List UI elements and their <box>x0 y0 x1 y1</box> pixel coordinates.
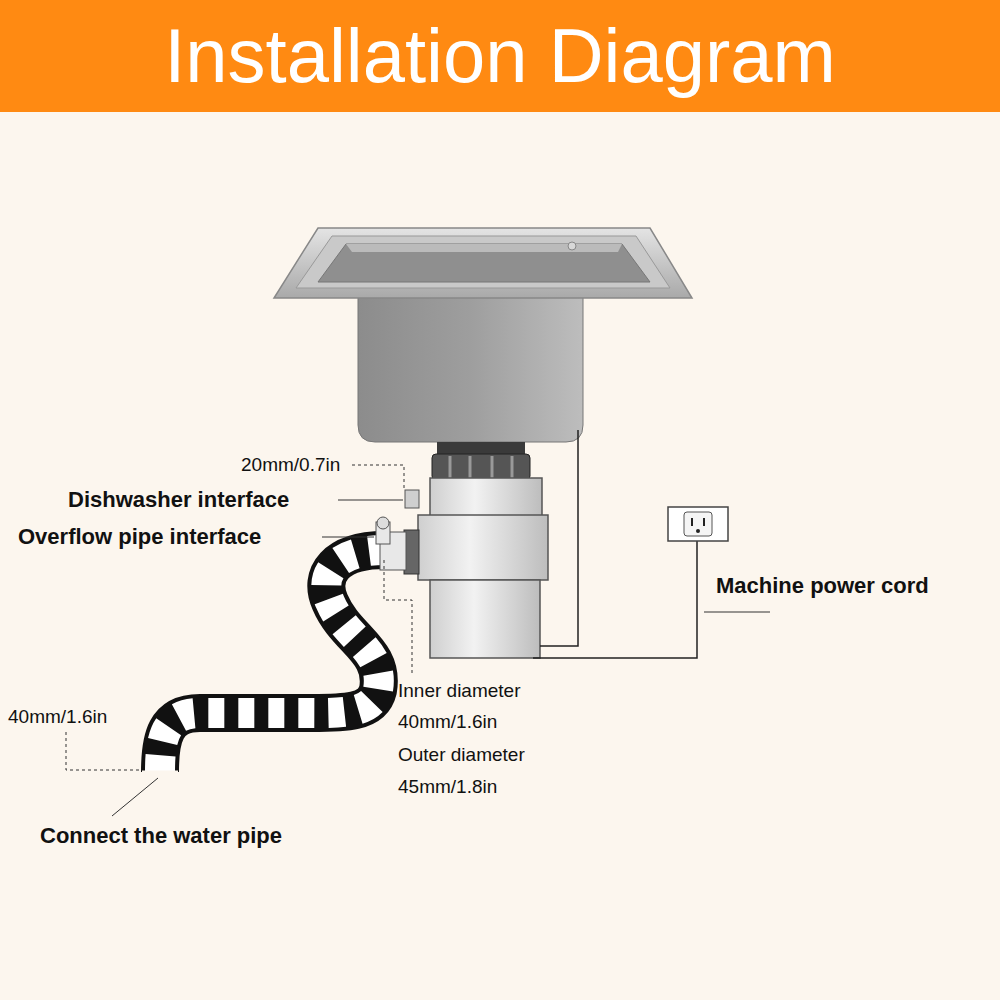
sink <box>274 228 692 442</box>
leader-lines <box>66 465 770 816</box>
dimension-label: 20mm/0.7in <box>241 455 340 476</box>
dimension-label: Inner diameter <box>398 681 521 702</box>
dimension-label: Outer diameter <box>398 745 525 766</box>
power-outlet <box>668 507 728 541</box>
part-label: Overflow pipe interface <box>18 525 261 549</box>
part-label: Machine power cord <box>716 574 929 598</box>
dimension-label: 45mm/1.8in <box>398 777 497 798</box>
overflow-elbow <box>376 517 406 570</box>
dimension-label: 40mm/1.6in <box>8 707 107 728</box>
title: Installation Diagram <box>0 0 1000 112</box>
part-label: Connect the water pipe <box>40 824 282 848</box>
dimension-label: 40mm/1.6in <box>398 712 497 733</box>
drain-hose <box>142 550 385 772</box>
part-label: Dishwasher interface <box>68 488 289 512</box>
title-bar <box>0 0 1000 112</box>
drain-coupling <box>432 442 530 480</box>
power-cord <box>533 430 697 658</box>
disposer-body <box>404 478 548 658</box>
